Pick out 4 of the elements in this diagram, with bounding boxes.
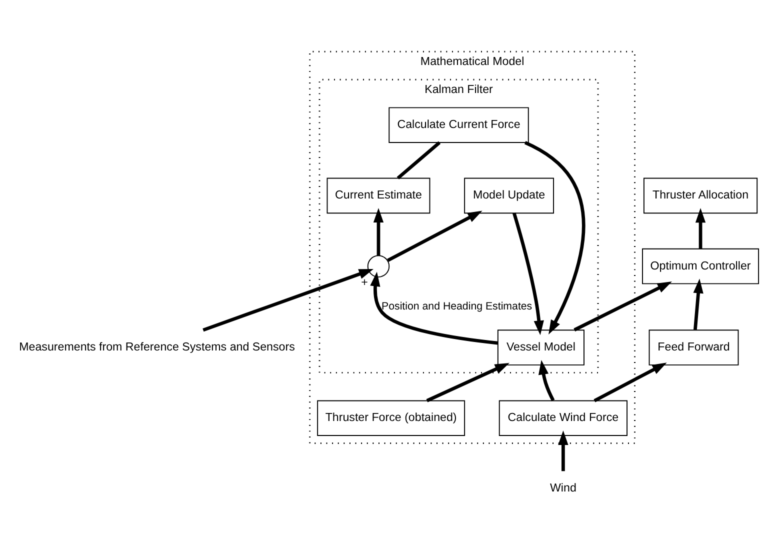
node-text: Wind (550, 482, 576, 495)
node-text: Measurements from Reference Systems and Sensors (19, 340, 295, 354)
node-label: + (361, 276, 368, 290)
edge-label: Position and Heading Estimates (382, 300, 532, 313)
